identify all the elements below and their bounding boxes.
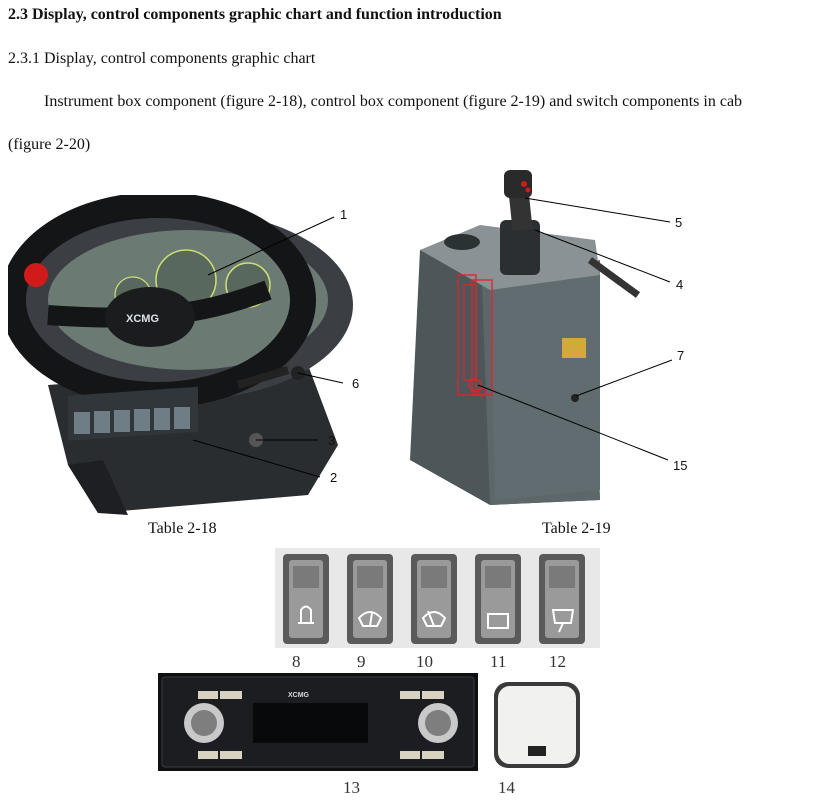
instrument-box-illustration: XCMG (8, 195, 353, 515)
callout-15: 15 (673, 458, 688, 473)
radio-photo: XCMG (158, 673, 478, 771)
highlight-component (457, 274, 493, 397)
beacon-light-icon (298, 605, 314, 624)
radio-illustration: XCMG (161, 676, 475, 768)
callout-4: 4 (676, 277, 684, 292)
callout-6: 6 (352, 376, 360, 391)
front-wiper-icon (357, 611, 383, 627)
callout-1: 1 (340, 207, 348, 222)
callout-2: 2 (330, 470, 338, 485)
lamp-lens (498, 686, 576, 764)
switch-panel-photo (275, 548, 600, 648)
radio-brand: XCMG (288, 692, 310, 699)
switch-label-8: 8 (292, 652, 301, 671)
switch-panel-illustration (283, 554, 585, 644)
callout-7: 7 (677, 348, 685, 363)
paragraph-line-2: (figure 2-20) (8, 136, 91, 153)
subsection-heading: 2.3.1 Display, control components graphi… (8, 50, 316, 67)
lamp-label-14: 14 (498, 778, 515, 797)
cab-lamp-photo (492, 678, 584, 770)
radio-label-13: 13 (343, 778, 360, 797)
switch-12 (539, 554, 585, 644)
radio-display (253, 703, 368, 743)
lamp-switch (528, 746, 546, 756)
control-box-illustration (410, 170, 673, 505)
switch-9 (347, 554, 393, 644)
paragraph-line-1: Instrument box component (figure 2-18), … (44, 93, 743, 110)
wiper-icon (421, 610, 447, 627)
wheel-hub (105, 287, 195, 347)
cab-lamp-illustration (494, 682, 580, 768)
steering-knob (24, 263, 48, 287)
side-lever (587, 257, 641, 298)
caption-table-2-18: Table 2-18 (148, 520, 217, 537)
switch-11 (475, 554, 521, 644)
control-box-figure: 5 4 7 15 (400, 160, 710, 515)
callout-3: 3 (328, 433, 336, 448)
washer-icon (487, 613, 509, 629)
switch-row (68, 386, 198, 441)
switch-label-12: 12 (549, 652, 566, 671)
caption-table-2-19: Table 2-19 (542, 520, 611, 537)
rear-wiper-icon (551, 609, 575, 633)
switch-8 (283, 554, 329, 644)
section-heading: 2.3 Display, control components graphic … (8, 6, 502, 23)
brand-logo: XCMG (126, 313, 159, 325)
switch-label-11: 11 (490, 652, 507, 671)
callout-5: 5 (675, 215, 683, 230)
instrument-box-figure: XCMG 1 6 3 2 (8, 195, 388, 520)
switch-label-9: 9 (357, 652, 366, 671)
warning-label (562, 338, 586, 358)
joystick-boot (500, 220, 540, 275)
switch-label-10: 10 (416, 652, 433, 671)
switch-10 (411, 554, 457, 644)
